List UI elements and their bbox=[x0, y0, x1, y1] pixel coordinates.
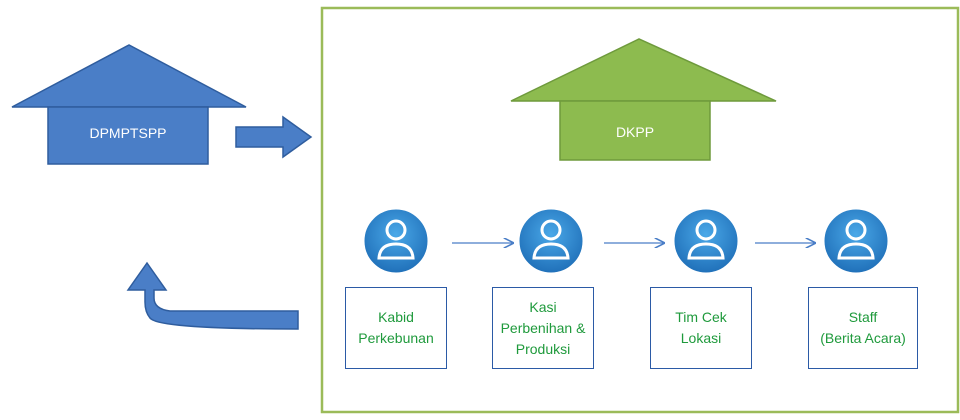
dkpp-house-icon bbox=[510, 38, 777, 161]
dpmptspp-label: DPMPTSPP bbox=[89, 125, 167, 141]
step-label: Tim Cek Lokasi bbox=[675, 309, 727, 346]
step-box-kasi-perbenihan: Kasi Perbenihan & Produksi bbox=[492, 287, 594, 369]
step-label: Staff (Berita Acara) bbox=[820, 309, 906, 346]
person-icon bbox=[821, 206, 891, 276]
step-box-kabid-perkebunan: Kabid Perkebunan bbox=[345, 287, 447, 369]
person-icon bbox=[361, 206, 431, 276]
step-box-staff: Staff (Berita Acara) bbox=[808, 287, 918, 369]
step-box-tim-cek-lokasi: Tim Cek Lokasi bbox=[650, 287, 752, 369]
dpmptspp-house-icon bbox=[11, 44, 247, 165]
return-bent-arrow bbox=[126, 261, 299, 330]
person-icon bbox=[671, 206, 741, 276]
step-label: Kasi Perbenihan & Produksi bbox=[500, 298, 586, 357]
forward-block-arrow bbox=[235, 115, 313, 159]
step-label: Kabid Perkebunan bbox=[358, 309, 434, 346]
dkpp-label: DKPP bbox=[615, 124, 655, 140]
person-icon bbox=[516, 206, 586, 276]
dkpp-frame bbox=[320, 6, 960, 414]
